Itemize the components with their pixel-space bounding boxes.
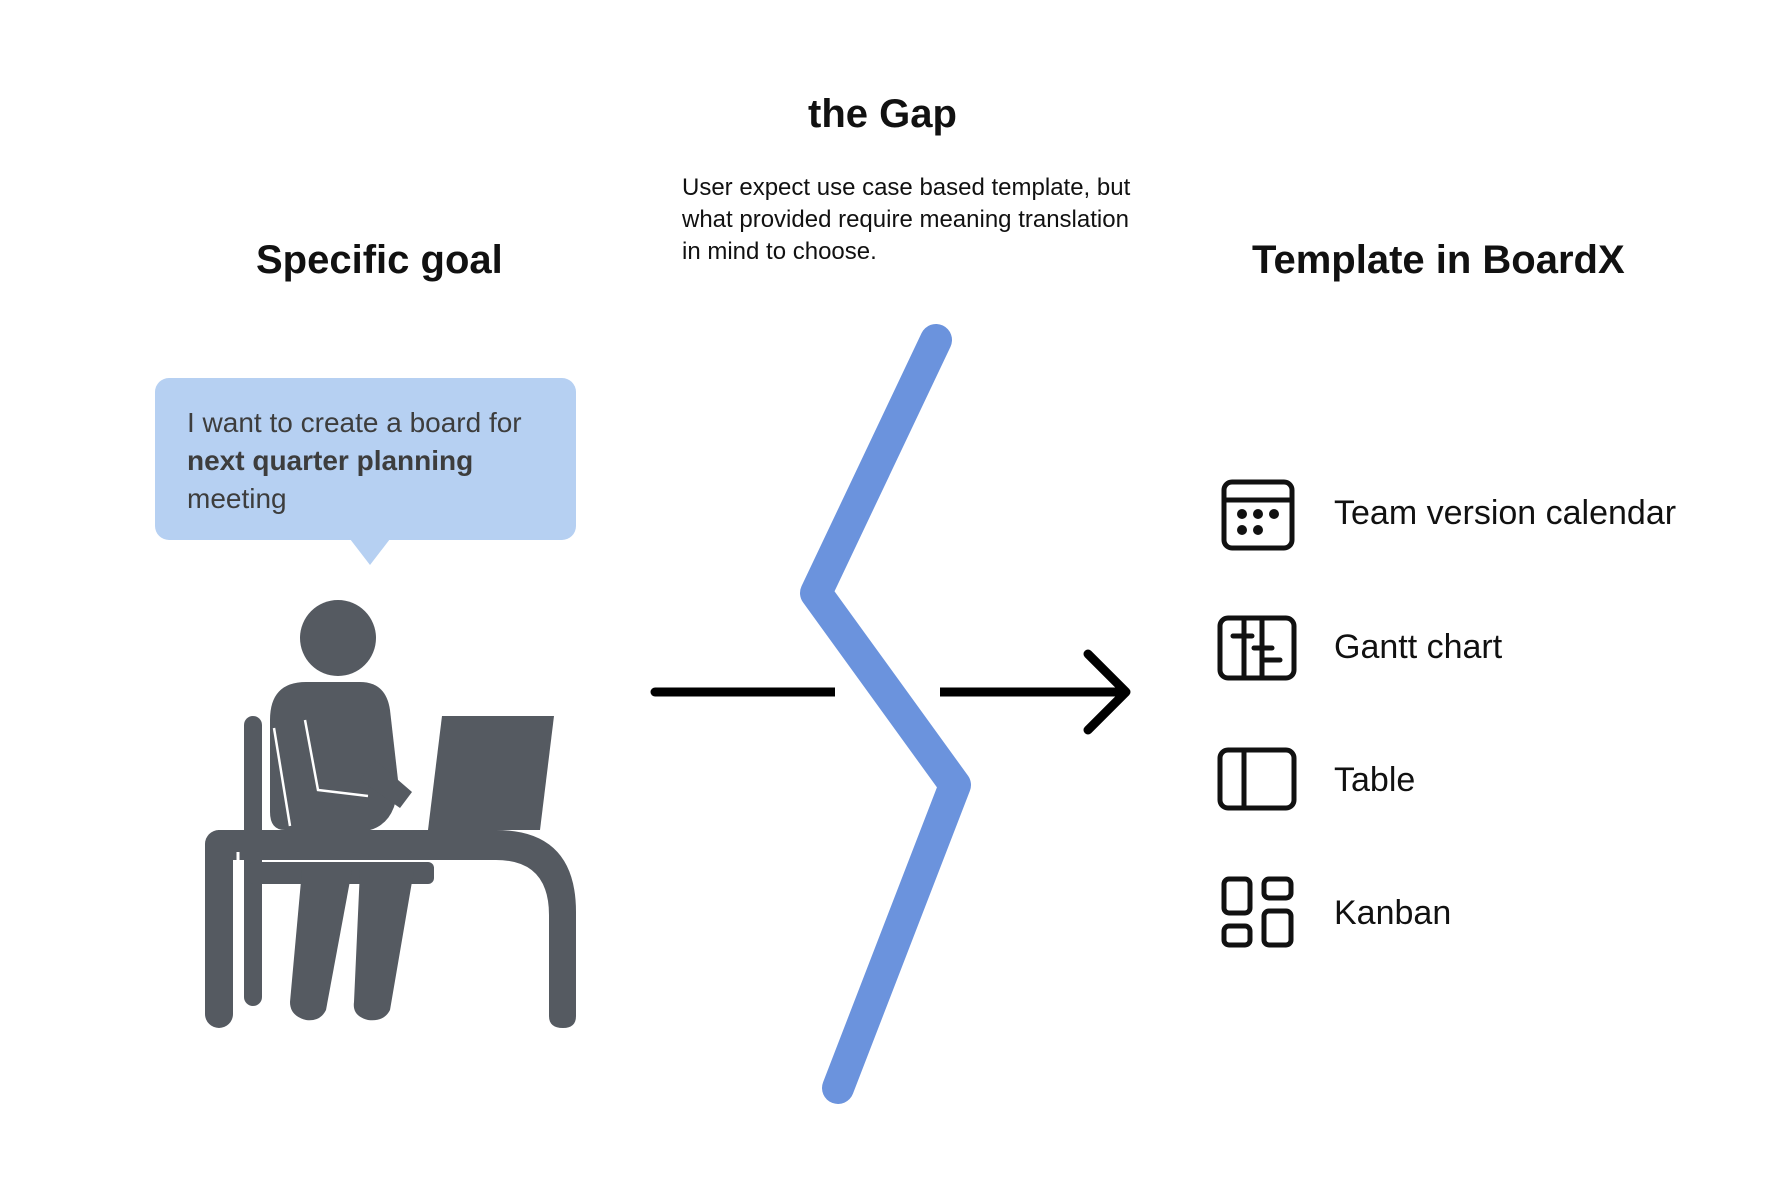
gap-title: the Gap: [808, 92, 957, 136]
person-arm: [360, 760, 412, 808]
template-label-gantt: Gantt chart: [1334, 628, 1503, 666]
template-label-table: Table: [1334, 761, 1416, 799]
calendar-icon: [1221, 479, 1295, 551]
person-torso: [270, 682, 398, 830]
arrow-head: [1083, 649, 1131, 735]
goal-title: Specific goal: [256, 238, 503, 282]
person-leg-right: [353, 870, 414, 1021]
speech-bubble: I want to create a board for next quarte…: [155, 378, 576, 540]
chair-detail-line: [272, 727, 292, 827]
template-label-calendar: Team version calendar: [1334, 494, 1677, 532]
arrow: [650, 649, 1131, 735]
person-at-desk-icon: [205, 600, 576, 1028]
speech-text-end: meeting: [187, 483, 287, 514]
gap-description: User expect use case based template, but…: [682, 174, 1131, 265]
speech-bubble-tail: [350, 539, 390, 565]
desk-left-leg: [205, 830, 233, 1028]
speech-text-emphasis: next quarter planning: [187, 445, 474, 476]
gantt-icon: [1217, 615, 1297, 681]
table-icon: [1217, 747, 1297, 811]
chair-back: [244, 716, 262, 1006]
gap-line: [800, 324, 971, 1104]
person-leg-left: [290, 870, 352, 1021]
person-head: [300, 600, 376, 676]
kanban-icon: [1221, 876, 1294, 948]
templates-title: Template in BoardX: [1252, 238, 1625, 282]
person-detail-line: [303, 719, 369, 798]
speech-text-start: I want to create a board for: [187, 407, 522, 438]
template-label-kanban: Kanban: [1334, 894, 1452, 932]
laptop: [428, 716, 554, 830]
desk: [218, 830, 576, 1028]
